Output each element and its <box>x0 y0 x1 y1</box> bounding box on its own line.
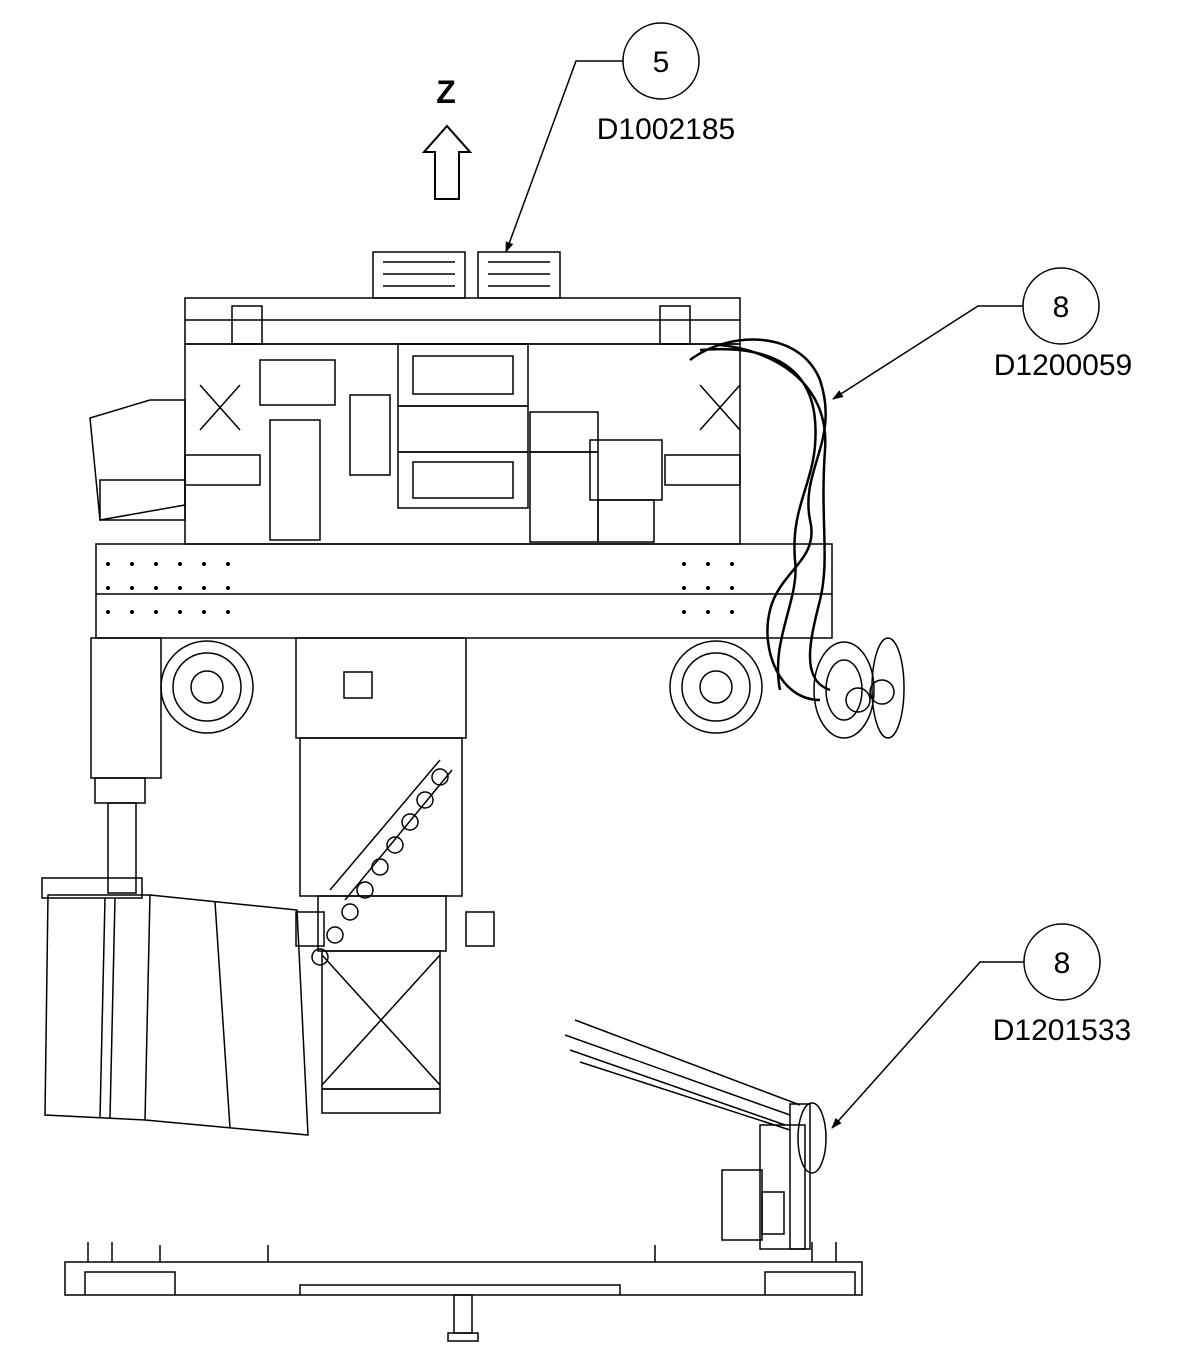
cable-bundle <box>689 338 831 702</box>
top-weights <box>372 251 561 299</box>
callout-1: 5 D1002185 <box>505 22 735 253</box>
z-axis-label: Z <box>436 74 456 110</box>
left-bracket <box>89 399 186 521</box>
callout-part-number: D1002185 <box>597 113 735 146</box>
callout-part-number: D1201533 <box>993 1014 1131 1047</box>
leader-line <box>832 305 1023 400</box>
leader-line <box>505 60 623 253</box>
leader-line <box>831 961 1024 1129</box>
right-wheel <box>669 640 763 734</box>
callout-number: 8 <box>1054 947 1071 980</box>
callout-3: 8 D1201533 <box>831 923 1131 1129</box>
central-mast <box>295 637 495 1114</box>
up-arrow-icon <box>421 124 473 200</box>
end-discs <box>813 637 905 739</box>
upper-frame <box>184 297 741 545</box>
left-wheel <box>160 640 254 734</box>
machine-assembly <box>41 251 905 1342</box>
callout-part-number: D1200059 <box>994 349 1132 382</box>
callout-number: 8 <box>1053 291 1070 324</box>
base <box>64 1242 863 1342</box>
z-axis-indicator: Z <box>421 74 473 200</box>
left-column <box>90 637 162 894</box>
main-beam <box>95 543 833 639</box>
left-panel <box>41 877 309 1136</box>
lever-assembly <box>564 1019 827 1250</box>
callout-number: 5 <box>653 46 670 79</box>
callout-2: 8 D1200059 <box>832 267 1132 400</box>
